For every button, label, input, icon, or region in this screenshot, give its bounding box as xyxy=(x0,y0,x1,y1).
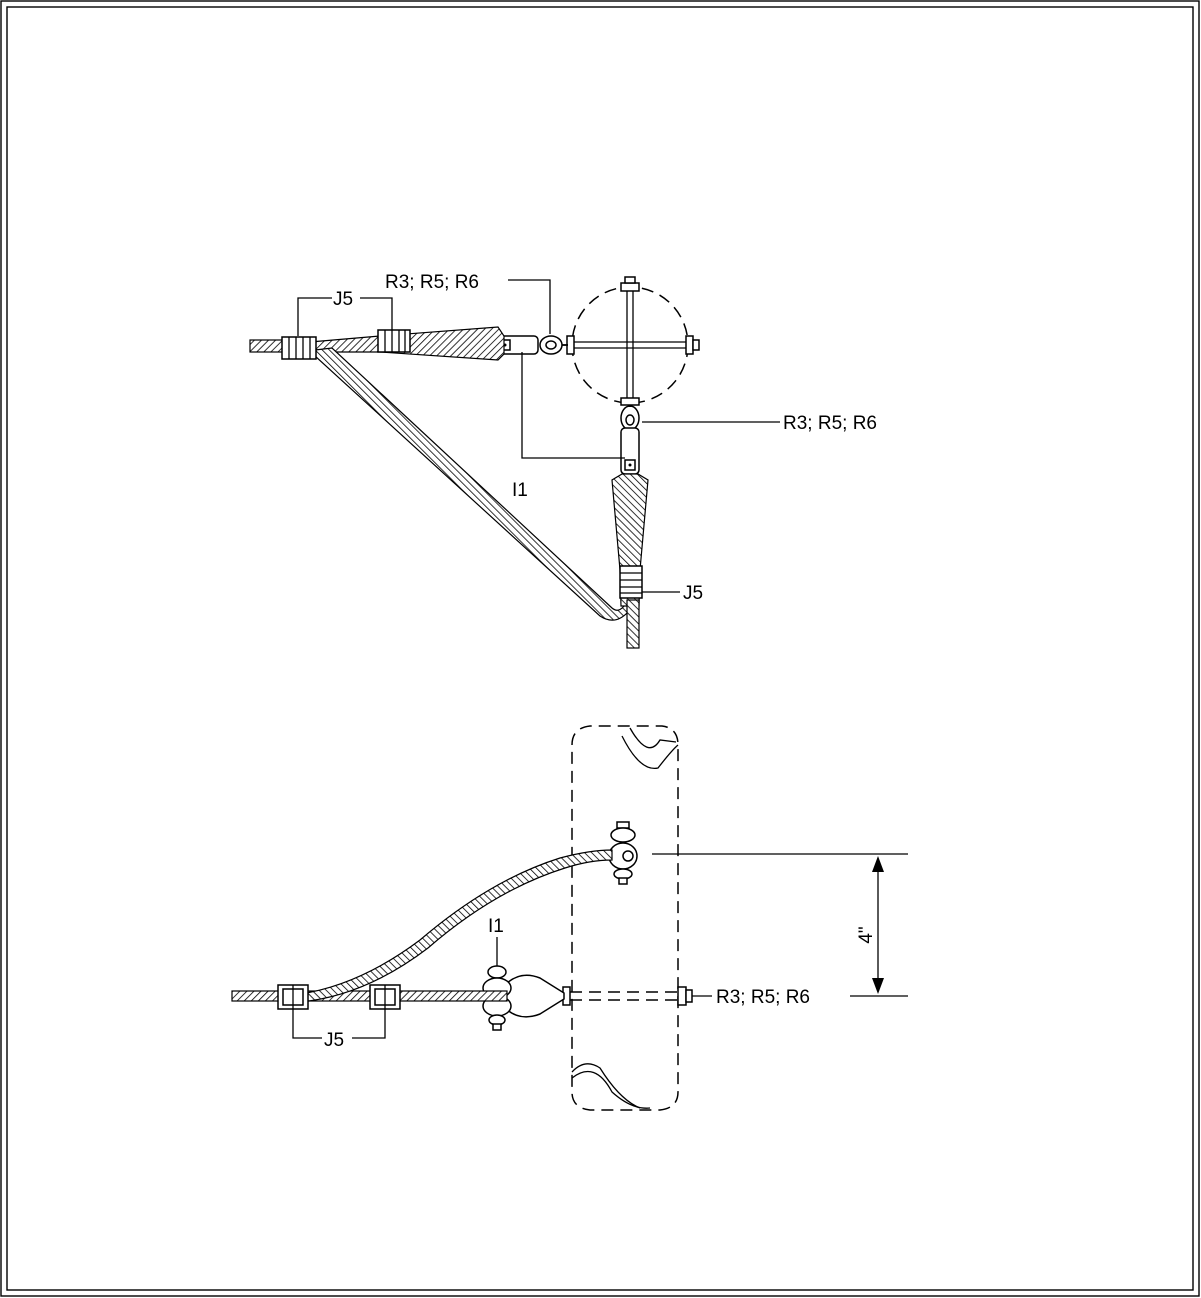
guy-eye-left xyxy=(539,335,568,355)
label-rod-right: R3; R5; R6 xyxy=(783,413,877,434)
label-dimension: 4" xyxy=(856,926,877,943)
label-insulator-top: I1 xyxy=(512,480,528,501)
leader-j5-side xyxy=(292,1009,322,1039)
insulator-bottom xyxy=(620,427,640,475)
label-rod-side: R3; R5; R6 xyxy=(716,987,810,1008)
through-bolt-horizontal xyxy=(566,335,700,355)
elevation-view: I1 J5 R3; R5; R6 4" xyxy=(231,725,908,1111)
upper-insulator xyxy=(608,821,638,885)
guy-eye-bottom xyxy=(620,405,640,431)
label-j5-side: J5 xyxy=(324,1030,344,1051)
dimension-4in xyxy=(652,853,908,997)
clamp-j5-side-1 xyxy=(277,984,309,1010)
guy-diagonal xyxy=(314,347,629,621)
clamp-j5-left-1 xyxy=(281,336,317,360)
clamp-j5-left-2 xyxy=(377,329,411,353)
plan-view: R3; R5; R6 J5 R3; R5; R6 I1 J5 xyxy=(249,272,877,649)
leader-insulator xyxy=(521,352,625,459)
clamp-j5-side-2 xyxy=(369,984,401,1010)
pole-outline xyxy=(571,286,689,404)
through-bolt-vertical xyxy=(620,276,640,406)
label-j5-top: J5 xyxy=(333,289,353,310)
label-j5-bottom: J5 xyxy=(683,583,703,604)
leader-j5-side-2 xyxy=(352,1009,386,1039)
pole-elevation xyxy=(571,725,679,1111)
leader-rod-top xyxy=(508,279,551,334)
guy-rod xyxy=(562,986,693,1006)
clamp-j5-bottom xyxy=(619,565,643,599)
guy-strand-upward xyxy=(299,849,613,1003)
leader-j5-top xyxy=(297,297,393,336)
label-rod-top: R3; R5; R6 xyxy=(385,272,479,293)
label-insulator-side: I1 xyxy=(488,916,504,937)
guy-strand-bottom xyxy=(626,599,640,649)
